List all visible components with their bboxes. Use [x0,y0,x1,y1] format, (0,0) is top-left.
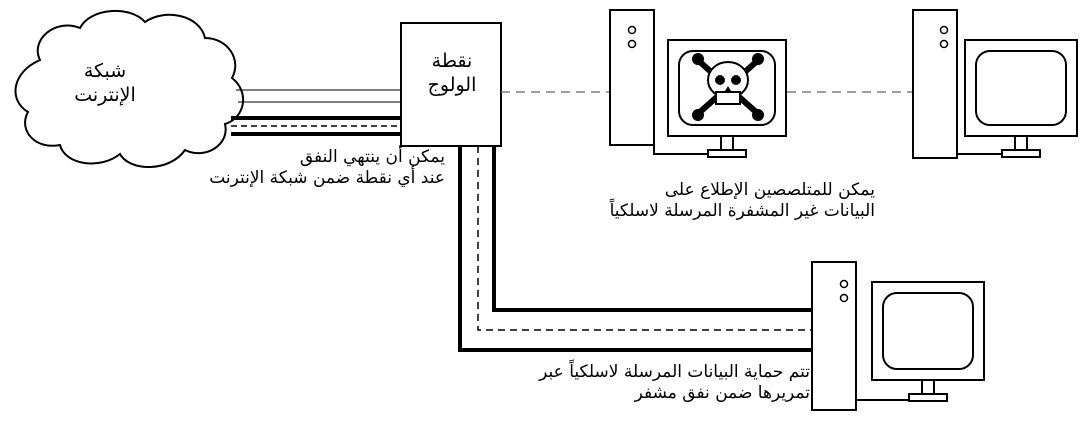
desktop-computer-icon [811,261,985,411]
access-point-box [400,22,502,147]
internet-cloud-icon [14,10,245,168]
computer-tower [811,261,857,411]
access-point-label: نقطة الولوج [407,50,497,98]
internet-cloud-label: شبكة الإنترنت [50,60,160,108]
tunnel-center-dashed [477,146,812,331]
tunnel-end-note-line: يمكن أن ينتهي النفق [299,147,445,167]
internet-cloud-label-line: شبكة [83,60,127,82]
eavesdropper-note-line: البيانات غير المشفرة المرسلة لاسلكياً [609,201,875,222]
access-point-label-line: نقطة [431,50,473,72]
desktop-computer-icon [912,9,1078,159]
skull-crossbones-icon [692,53,764,121]
computer-tower [609,9,655,146]
computer-tower [912,9,958,159]
access-point-label-line: الولوج [427,73,477,96]
tunnel-outer-line [458,146,812,352]
attacker-computer [609,9,787,158]
internet-cloud-label-line: الإنترنت [74,83,136,106]
tunnel-outer-line [492,146,812,312]
protected-data-note: تتم حماية البيانات المرسلة لاسلكياً عبر … [450,362,810,405]
protected-data-note-line: تمريرها ضمن نفق مشفر [634,383,810,404]
eavesdropper-note: يمكن للمتلصصين الإطلاع على البيانات غير … [555,180,875,223]
tunnel-end-note-line: عند أي نقطة ضمن شبكة الإنترنت [209,168,445,189]
eavesdropper-note-line: يمكن للمتلصصين الإطلاع على [664,180,875,200]
protected-data-note-line: تتم حماية البيانات المرسلة لاسلكياً عبر [539,362,810,382]
tunnel-end-note: يمكن أن ينتهي النفق عند أي نقطة ضمن شبكة… [140,147,445,190]
